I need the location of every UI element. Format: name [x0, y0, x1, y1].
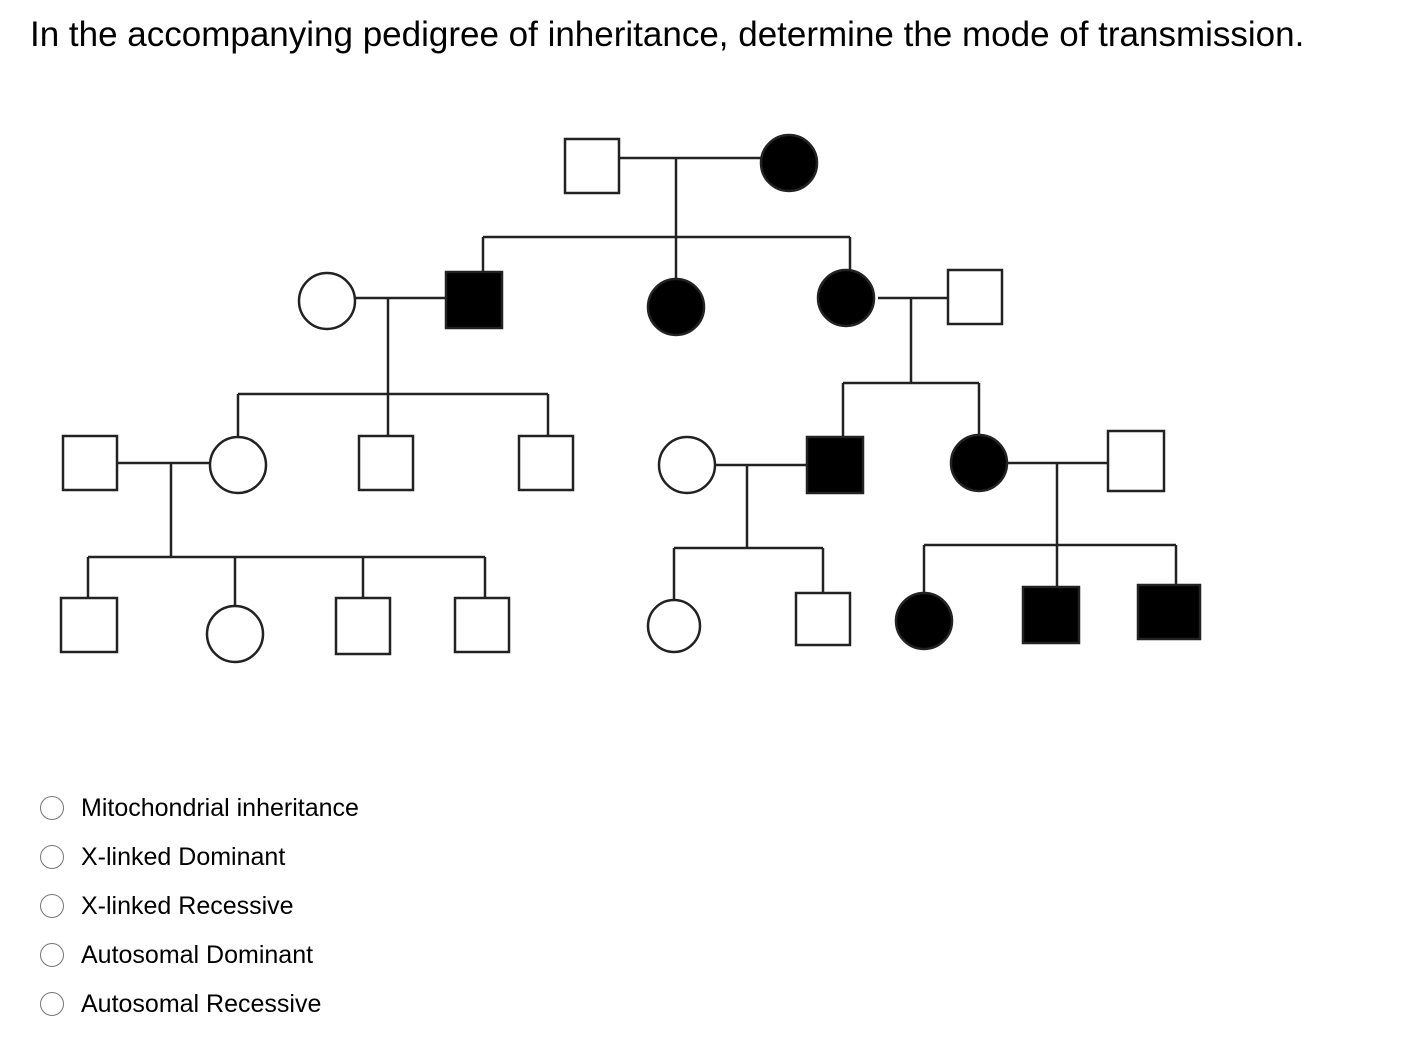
female-unaffected-symbol: [208, 435, 268, 495]
option-autosomal-recessive[interactable]: Autosomal Recessive: [40, 979, 359, 1028]
option-mitochondrial-inheritance[interactable]: Mitochondrial inheritance: [40, 783, 359, 832]
option-label: X-linked Recessive: [81, 891, 294, 920]
female-affected-symbol: [949, 433, 1009, 493]
female-unaffected-symbol: [297, 271, 357, 331]
female-affected-symbol: [759, 133, 819, 193]
male-affected-symbol: [444, 270, 504, 330]
male-unaffected-symbol: [946, 268, 1004, 326]
male-affected-symbol: [1021, 585, 1081, 645]
male-unaffected-symbol: [453, 596, 511, 654]
radio-button[interactable]: [40, 893, 64, 918]
radio-button[interactable]: [40, 991, 64, 1016]
female-affected-symbol: [646, 277, 706, 337]
option-label: Mitochondrial inheritance: [81, 793, 359, 822]
option-x-linked-recessive[interactable]: X-linked Recessive: [40, 881, 359, 930]
answer-options: Mitochondrial inheritance X-linked Domin…: [40, 783, 359, 1028]
female-unaffected-symbol: [657, 435, 717, 495]
male-unaffected-symbol: [794, 591, 852, 647]
option-label: Autosomal Recessive: [81, 989, 322, 1018]
male-unaffected-symbol: [1106, 429, 1166, 493]
radio-button[interactable]: [40, 795, 64, 820]
male-unaffected-symbol: [563, 137, 621, 195]
male-affected-symbol: [1136, 583, 1202, 641]
male-affected-symbol: [805, 435, 865, 495]
option-label: Autosomal Dominant: [81, 940, 314, 969]
male-unaffected-symbol: [61, 434, 119, 492]
female-affected-symbol: [816, 268, 876, 328]
question-text: In the accompanying pedigree of inherita…: [30, 15, 1305, 54]
female-affected-symbol: [894, 591, 954, 651]
male-unaffected-symbol: [59, 596, 119, 654]
male-unaffected-symbol: [517, 434, 575, 492]
pedigree-diagram: [59, 133, 1202, 664]
radio-button[interactable]: [40, 942, 64, 967]
radio-button[interactable]: [40, 844, 64, 869]
pedigree-lines: [86, 156, 1178, 606]
option-label: X-linked Dominant: [81, 842, 286, 871]
option-autosomal-dominant[interactable]: Autosomal Dominant: [40, 930, 359, 979]
female-unaffected-symbol: [205, 604, 265, 664]
female-unaffected-symbol: [646, 598, 702, 654]
option-x-linked-dominant[interactable]: X-linked Dominant: [40, 832, 359, 881]
male-unaffected-symbol: [357, 434, 415, 492]
male-unaffected-symbol: [334, 596, 392, 656]
